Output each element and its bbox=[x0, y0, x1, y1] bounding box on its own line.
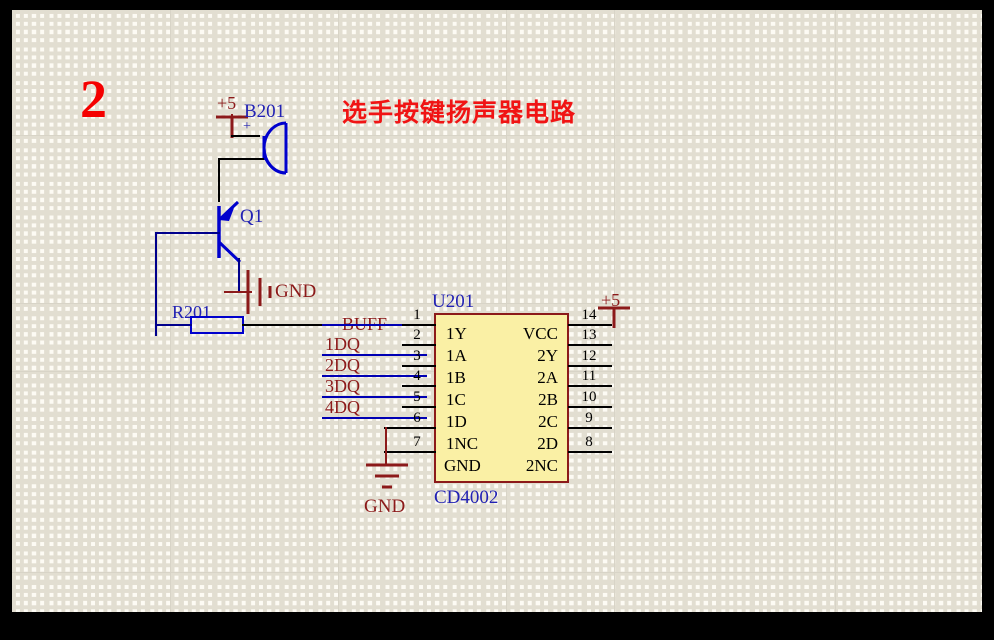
ic-pin-stub bbox=[384, 451, 436, 453]
ic-pin-number: 4 bbox=[413, 368, 421, 384]
ic-pin-number: 11 bbox=[581, 368, 597, 384]
ic-pin-stub bbox=[568, 451, 612, 453]
ic-pin-number: 2 bbox=[413, 327, 421, 343]
ic-pin-number: 1 bbox=[413, 307, 421, 323]
ic-pin-name: 1NC bbox=[446, 434, 479, 453]
ic-pin-number: 9 bbox=[585, 410, 593, 426]
ic-pin-number: 7 bbox=[413, 434, 421, 450]
wire-resistor-right bbox=[242, 324, 324, 326]
ic-pin-name: 1A bbox=[446, 346, 467, 365]
ic-pin-number: 10 bbox=[581, 389, 597, 405]
ic-pin-stub bbox=[568, 324, 612, 326]
ground-symbol-emitter bbox=[234, 268, 290, 321]
net-label-2dq: 2DQ bbox=[325, 355, 360, 375]
ic-pin-stub bbox=[402, 406, 436, 408]
ground-icon bbox=[366, 463, 408, 489]
ic-pin-name: 2NC bbox=[525, 456, 558, 475]
major-gridline bbox=[835, 10, 836, 612]
ic-pin-number: 14 bbox=[581, 307, 597, 323]
ic-pin-name: 1C bbox=[446, 390, 466, 409]
ic-pin-number: 5 bbox=[413, 389, 421, 405]
power-symbol-vcc bbox=[596, 304, 636, 339]
ground-label-ic: GND bbox=[364, 496, 406, 517]
major-gridline bbox=[12, 303, 982, 304]
ic-pin-name: 1D bbox=[446, 412, 467, 431]
net-wire-3dq bbox=[322, 396, 427, 398]
buzzer-polarity-label: + bbox=[243, 119, 251, 134]
ic-pin-stub bbox=[402, 365, 436, 367]
ic-pin-stub bbox=[568, 365, 612, 367]
wire-emitter-drop bbox=[238, 258, 240, 292]
ic-pin-number: 12 bbox=[581, 348, 597, 364]
ic-pin-name: GND bbox=[444, 456, 481, 475]
wire-base-down bbox=[155, 232, 157, 336]
ic-pin-stub bbox=[568, 427, 612, 429]
wire-collector-drop bbox=[218, 158, 220, 202]
ic-pin-number: 3 bbox=[413, 348, 421, 364]
net-label-1dq: 1DQ bbox=[325, 334, 360, 354]
ic-pin-name: VCC bbox=[523, 324, 558, 343]
ic-pin-stub bbox=[568, 385, 612, 387]
power-label-vcc: +5 bbox=[601, 290, 621, 310]
buzzer-designator: B201 bbox=[244, 101, 286, 122]
ic-pin-name: 2B bbox=[538, 390, 558, 409]
ground-symbol-ic bbox=[364, 460, 410, 505]
net-wire-2dq bbox=[322, 375, 427, 377]
ic-pin-stub bbox=[568, 406, 612, 408]
wire-emitter-to-gnd bbox=[224, 291, 252, 293]
major-gridline bbox=[338, 10, 339, 612]
wire-supply-to-buzzer bbox=[231, 135, 260, 137]
wire-buzzer-bottom bbox=[218, 158, 264, 160]
page-number: 2 bbox=[80, 69, 107, 129]
net-label-3dq: 3DQ bbox=[325, 376, 360, 396]
major-gridline bbox=[12, 572, 982, 573]
schematic-canvas[interactable]: 2 选手按键扬声器电路 +5 B201 + bbox=[12, 10, 982, 612]
resistor-symbol[interactable] bbox=[190, 316, 244, 334]
wire-supply-drop bbox=[231, 114, 233, 136]
ic-pin-name: 1Y bbox=[446, 324, 467, 343]
net-wire-buff bbox=[322, 324, 427, 326]
ic-pin-number: 13 bbox=[581, 327, 597, 343]
page-title: 选手按键扬声器电路 bbox=[342, 100, 577, 127]
ic-pin-name: 2A bbox=[537, 368, 558, 387]
ic-pin-name: 2C bbox=[538, 412, 558, 431]
transistor-designator: Q1 bbox=[240, 206, 264, 227]
major-gridline bbox=[12, 135, 982, 136]
ic-pin-stub bbox=[402, 324, 436, 326]
ic-pin-stub bbox=[568, 344, 612, 346]
power-label-buzzer: +5 bbox=[217, 93, 237, 113]
ic-pin-name: 2Y bbox=[537, 346, 558, 365]
net-wire-1dq bbox=[322, 354, 427, 356]
ic-pin-stub bbox=[384, 427, 436, 429]
ic-pin-stub bbox=[402, 344, 436, 346]
wire-resistor-left bbox=[155, 324, 192, 326]
buzzer-symbol[interactable] bbox=[255, 120, 291, 181]
ground-icon bbox=[246, 270, 272, 314]
wire-gnd-drop bbox=[385, 427, 387, 465]
power-plus5-icon bbox=[598, 306, 630, 328]
ic-part-number: CD4002 bbox=[434, 487, 499, 508]
ic-pin-stub bbox=[402, 385, 436, 387]
ic-pin-name: 1B bbox=[446, 368, 466, 387]
ic-pin-number: 8 bbox=[585, 434, 593, 450]
ground-label-emitter: GND bbox=[275, 281, 317, 302]
speaker-icon bbox=[262, 121, 288, 175]
ic-designator: U201 bbox=[432, 291, 475, 312]
ic-body[interactable] bbox=[434, 313, 569, 483]
wire-base-lead bbox=[155, 232, 220, 234]
net-label-4dq: 4DQ bbox=[325, 397, 360, 417]
ic-pin-name: 2D bbox=[537, 434, 558, 453]
major-gridline bbox=[170, 10, 171, 612]
net-wire-4dq bbox=[322, 417, 427, 419]
ic-pin-number: 6 bbox=[413, 410, 421, 426]
